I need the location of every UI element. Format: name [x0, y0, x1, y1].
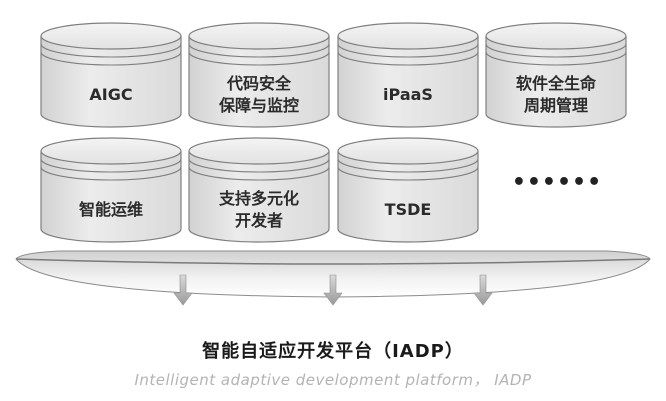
database-module: 代码安全 保障与监控 [188, 22, 330, 132]
database-icon [40, 137, 182, 243]
database-icon [337, 22, 479, 128]
platform-subtitle: Intelligent adaptive development platfor… [134, 371, 532, 389]
database-icon [188, 22, 330, 128]
module-label: 智能运维 [78, 200, 143, 219]
database-icon [188, 137, 330, 243]
more-indicator: •••••• [511, 170, 603, 195]
database-module: 软件全生命 周期管理 [485, 22, 627, 132]
database-module: AIGC [40, 22, 182, 132]
platform-title: 智能自适应开发平台（IADP） [202, 341, 464, 362]
module-label: TSDE [384, 200, 432, 219]
database-module: 智能运维 [40, 137, 182, 247]
module-label: AIGC [89, 85, 133, 104]
module-label: iPaaS [383, 85, 433, 104]
module-label: 代码安全 保障与监控 [218, 74, 299, 115]
module-label: 支持多元化 开发者 [218, 189, 299, 230]
platform-base [15, 250, 651, 306]
arrow-down-icon [473, 274, 493, 306]
database-module: iPaaS [337, 22, 479, 132]
database-icon [40, 22, 182, 128]
database-module: 支持多元化 开发者 [188, 137, 330, 247]
module-label: 软件全生命 周期管理 [515, 74, 596, 115]
arrow-down-icon [173, 274, 193, 306]
database-icon [485, 22, 627, 128]
arrow-down-icon [323, 274, 343, 306]
database-icon [337, 137, 479, 243]
database-module: TSDE [337, 137, 479, 247]
